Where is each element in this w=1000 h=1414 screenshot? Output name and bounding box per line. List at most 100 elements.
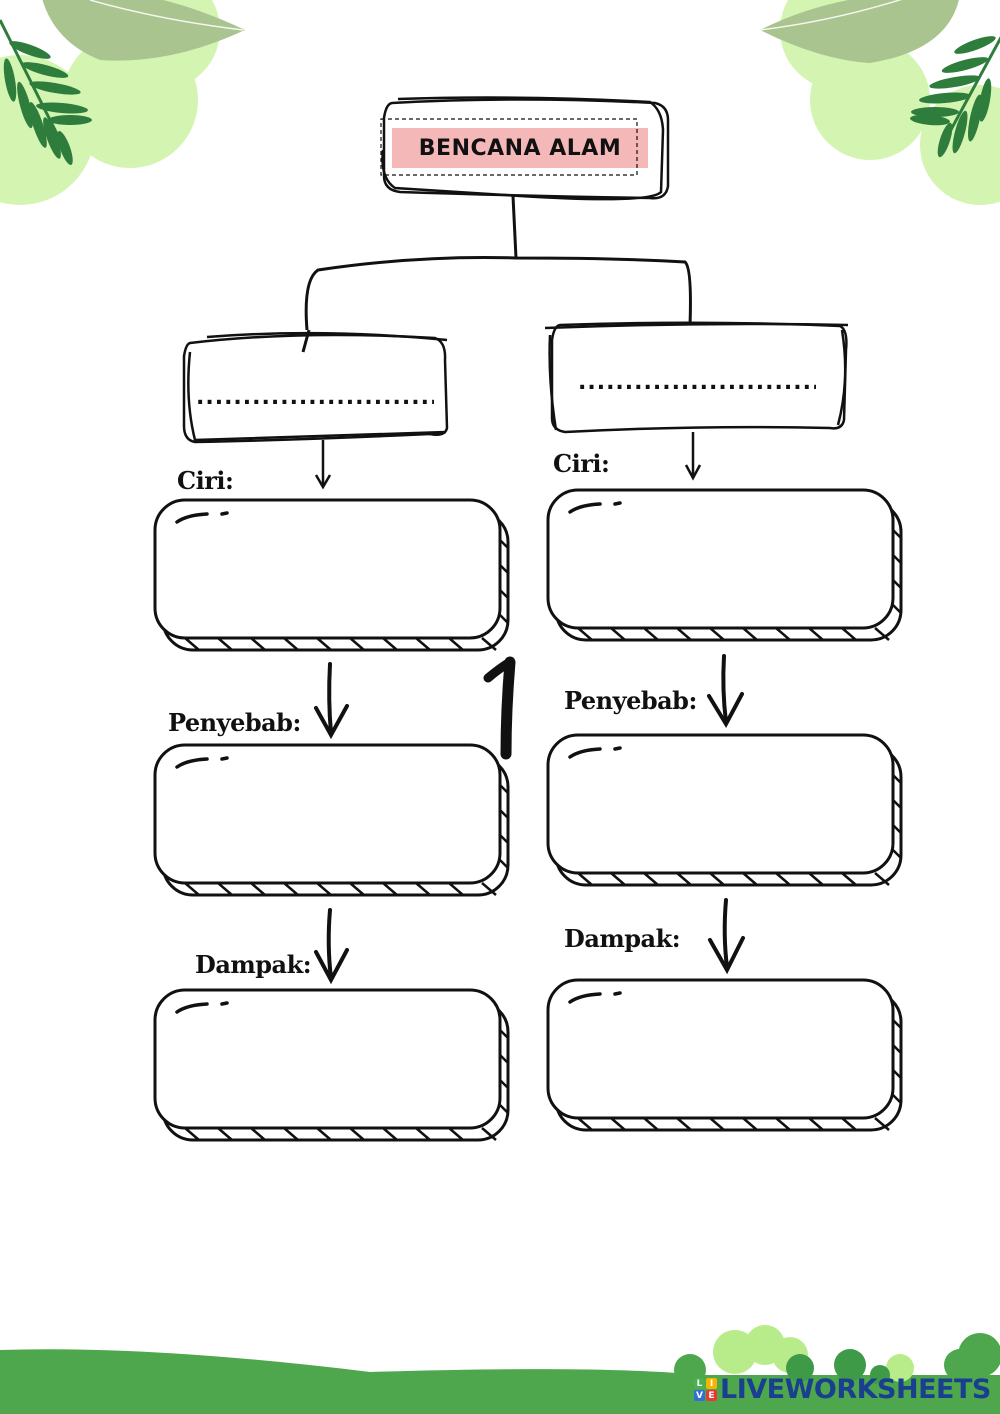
right-dampak-arrowhead — [708, 936, 745, 975]
right-penyebab-answer-box[interactable] — [553, 740, 888, 870]
left-penyebab-label: Penyebab: — [168, 708, 301, 737]
highlight-dot — [220, 511, 229, 516]
hatch-line — [874, 627, 890, 641]
left-penyebab-arrow — [327, 662, 333, 735]
hatch-line — [742, 627, 758, 641]
left-penyebab-answer-box[interactable] — [160, 750, 495, 880]
hatch-line — [250, 637, 266, 651]
title-box-frame — [380, 96, 670, 201]
hatch-line — [892, 1094, 902, 1104]
worksheet-title: BENCANA ALAM — [418, 135, 622, 161]
logo-letter-blocks-icon: L I V E — [694, 1378, 717, 1401]
hatch-line — [316, 882, 332, 896]
left-dampak-arrowhead — [314, 948, 349, 985]
hatch-line — [499, 614, 509, 624]
hatch-line — [808, 1117, 824, 1131]
hatch-line — [775, 627, 791, 641]
left-dampak-arrow — [326, 908, 333, 980]
hatch-line — [841, 627, 857, 641]
left-dampak-box-shape — [153, 988, 510, 1142]
highlight-stroke — [175, 1002, 209, 1014]
hatch-line — [643, 627, 659, 641]
hatch-line — [775, 872, 791, 886]
right-penyebab-arrow — [721, 654, 728, 724]
hatch-line — [184, 1127, 200, 1141]
hatch-line — [415, 1127, 431, 1141]
left-ciri-answer-box[interactable] — [160, 505, 495, 635]
hatch-line — [610, 1117, 626, 1131]
hatch-line — [808, 627, 824, 641]
left-name-arrow — [314, 440, 332, 490]
right-disaster-name-field[interactable]: ............................... — [578, 370, 816, 395]
highlight-stroke — [568, 502, 602, 514]
hatch-line — [742, 872, 758, 886]
logo-letter-v: V — [694, 1390, 705, 1401]
hatch-line — [217, 637, 233, 651]
hatch-line — [742, 1117, 758, 1131]
hatch-line — [250, 1127, 266, 1141]
hatch-line — [808, 872, 824, 886]
answer-box-shapes — [153, 488, 903, 1142]
hatch-line — [316, 1127, 332, 1141]
hatch-line — [349, 1127, 365, 1141]
hatch-line — [448, 882, 464, 896]
highlight-stroke — [175, 757, 209, 769]
hatch-line — [892, 849, 902, 859]
right-penyebab-label: Penyebab: — [564, 686, 697, 715]
hatch-line — [610, 872, 626, 886]
large-arrows — [314, 654, 745, 985]
highlight-dot — [613, 991, 622, 996]
hatch-line — [841, 872, 857, 886]
hatch-line — [481, 882, 497, 896]
highlight-stroke — [175, 512, 209, 524]
left-ciri-label: Ciri: — [177, 466, 234, 495]
hatch-line — [382, 1127, 398, 1141]
highlight-stroke — [568, 747, 602, 759]
highlight-dot — [220, 1001, 229, 1006]
right-penyebab-arrowhead — [707, 692, 744, 729]
hatch-line — [184, 882, 200, 896]
hatch-line — [283, 882, 299, 896]
hatch-line — [382, 882, 398, 896]
hatch-line — [709, 872, 725, 886]
logo-brand-text: LIVEWORKSHEETS — [720, 1374, 991, 1405]
hatch-line — [577, 627, 593, 641]
hatch-line — [415, 637, 431, 651]
hatch-line — [841, 1117, 857, 1131]
hatch-line — [709, 1117, 725, 1131]
hatch-line — [448, 637, 464, 651]
handwritten-number-one-mark — [483, 656, 516, 760]
right-penyebab-box-shape — [546, 733, 903, 887]
logo-letter-i: I — [706, 1378, 717, 1389]
logo-letter-l: L — [694, 1378, 705, 1389]
hatch-line — [676, 1117, 692, 1131]
tree-connectors — [301, 195, 692, 353]
left-ciri-box-shape — [153, 498, 510, 652]
highlight-dot — [613, 501, 622, 506]
left-dampak-answer-box[interactable] — [160, 995, 495, 1125]
left-disaster-name-field[interactable]: ............................... — [196, 385, 434, 410]
right-name-arrow — [684, 432, 702, 481]
hatch-line — [610, 627, 626, 641]
top-right-foliage-decoration — [759, 0, 1000, 205]
right-dampak-answer-box[interactable] — [553, 985, 888, 1115]
hatch-line — [874, 872, 890, 886]
liveworksheets-logo[interactable]: L I V E LIVEWORKSHEETS — [694, 1374, 991, 1405]
hatch-line — [643, 1117, 659, 1131]
hatch-line — [874, 1117, 890, 1131]
hatch-line — [709, 627, 725, 641]
right-dampak-arrow — [722, 898, 729, 969]
right-ciri-answer-box[interactable] — [553, 495, 888, 625]
right-dampak-label: Dampak: — [564, 924, 681, 953]
hatch-line — [283, 1127, 299, 1141]
hatch-line — [349, 882, 365, 896]
hatch-line — [448, 1127, 464, 1141]
hatch-line — [283, 637, 299, 651]
hatch-line — [481, 637, 497, 651]
hatch-line — [217, 1127, 233, 1141]
left-dampak-label: Dampak: — [195, 950, 312, 979]
right-dampak-box-shape — [546, 978, 903, 1132]
right-name-box-frame — [544, 321, 849, 434]
top-left-foliage-decoration — [0, 0, 245, 205]
